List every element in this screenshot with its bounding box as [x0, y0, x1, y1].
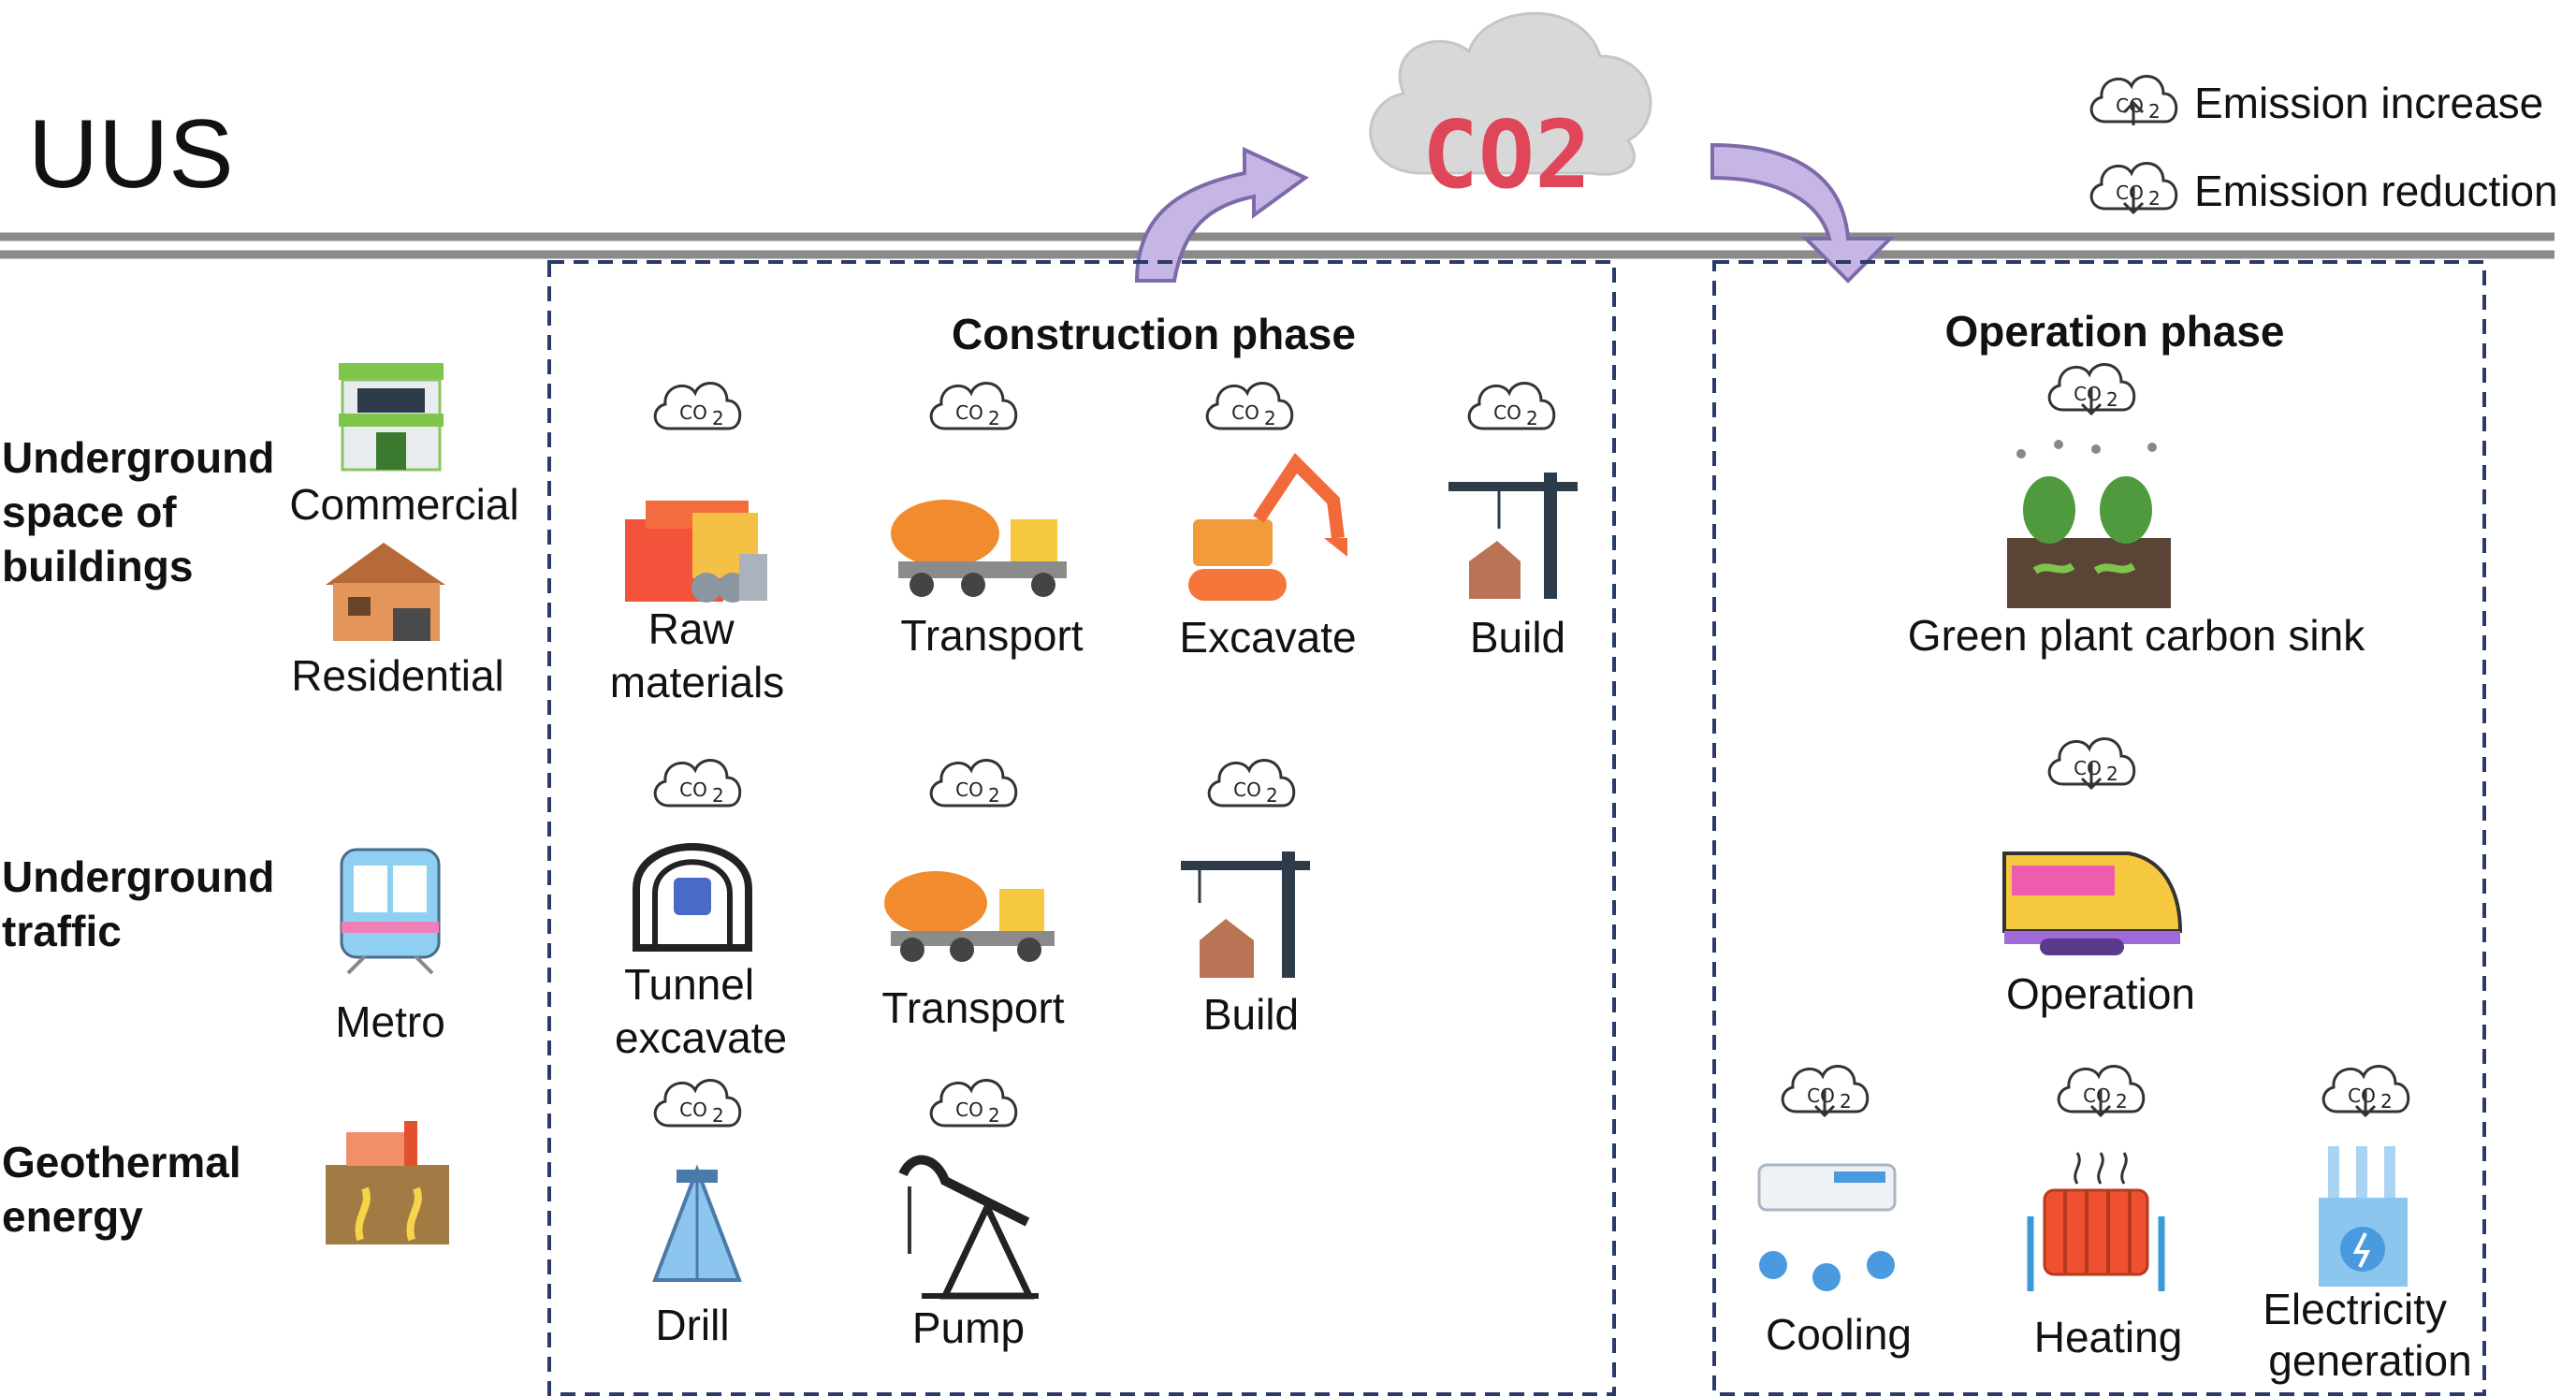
emission-increase-icon [2089, 75, 2178, 125]
cooling-label: Cooling [1766, 1310, 1912, 1359]
diagram-title: UUS [28, 100, 234, 209]
concrete-mixer-truck-2-icon [884, 871, 1055, 962]
tunnel-excavate-label: Tunnel excavate [615, 960, 787, 1062]
excavate-emission-icon [1205, 382, 1294, 431]
pump-emission-icon [929, 1079, 1018, 1128]
build-2-emission-icon [1207, 759, 1296, 808]
co2-label: CO2 [1422, 100, 1592, 210]
build-label-2: Build [1203, 990, 1299, 1039]
green-plant-icon [2007, 440, 2171, 608]
oil-pump-jack-icon [898, 1155, 1039, 1300]
electricity-generation-label: Electricity generation [2263, 1285, 2472, 1385]
tower-crane-2-icon [1181, 851, 1310, 978]
power-transformer-icon [2319, 1146, 2408, 1287]
emission-reduction-icon [2089, 162, 2178, 215]
co2-cloud-icon: CO2 [1369, 11, 1652, 210]
residential-label: Residential [291, 651, 504, 700]
metro-label: Metro [335, 997, 445, 1046]
geothermal-plant-icon [326, 1121, 449, 1244]
high-speed-train-icon [2002, 851, 2183, 955]
drill-label: Drill [655, 1301, 729, 1349]
transport-2-emission-icon [929, 759, 1018, 808]
category-geothermal: Geothermal energy [2, 1138, 253, 1241]
construction-phase-title: Construction phase [952, 310, 1356, 358]
raw-materials-icon [625, 501, 767, 603]
legend-reduction-label: Emission reduction [2194, 167, 2558, 215]
raw-materials-label: Raw materials [610, 604, 785, 706]
residential-house-icon [326, 543, 445, 641]
concrete-mixer-truck-icon [891, 500, 1067, 597]
drill-rig-icon [652, 1164, 742, 1282]
emission-arrow-down-icon [1710, 142, 1895, 284]
operation-phase-title: Operation phase [1945, 307, 2285, 356]
tunnel-excavate-emission-icon [653, 759, 742, 808]
tunnel-icon [633, 843, 752, 952]
emission-arrow-up-icon [1134, 146, 1309, 283]
legend: Emission increase Emission reduction [2089, 75, 2558, 215]
metro-train-icon [340, 848, 441, 975]
category-buildings: Underground space of buildings [2, 433, 286, 590]
green-plant-label: Green plant carbon sink [1908, 611, 2365, 660]
category-traffic: Underground traffic [2, 852, 286, 955]
heating-label: Heating [2034, 1313, 2183, 1361]
commercial-building-icon [339, 363, 444, 472]
tower-crane-icon [1448, 473, 1578, 599]
excavator-icon [1188, 453, 1347, 601]
heating-emission-icon [2057, 1065, 2146, 1118]
electricity-emission-icon [2321, 1065, 2410, 1118]
excavate-label: Excavate [1179, 613, 1356, 662]
build-emission-icon [1467, 382, 1556, 431]
transport-label-2: Transport [881, 983, 1064, 1032]
operation-phase-box [1712, 260, 2486, 1396]
air-conditioner-icon [1757, 1163, 1897, 1291]
cooling-emission-icon [1781, 1065, 1870, 1118]
transport-emission-icon [929, 382, 1018, 431]
legend-increase-label: Emission increase [2194, 79, 2543, 127]
pump-label: Pump [912, 1303, 1025, 1352]
commercial-label: Commercial [289, 480, 518, 529]
transport-label-1: Transport [900, 611, 1083, 660]
construction-phase-box [547, 260, 1616, 1396]
operation-emission-icon [2047, 737, 2136, 791]
operation-label: Operation [2006, 969, 2195, 1018]
drill-emission-icon [653, 1079, 742, 1128]
green-plant-emission-icon [2047, 363, 2136, 416]
raw-materials-emission-icon [653, 382, 742, 431]
build-label-1: Build [1470, 613, 1565, 662]
radiator-icon [2027, 1152, 2165, 1291]
